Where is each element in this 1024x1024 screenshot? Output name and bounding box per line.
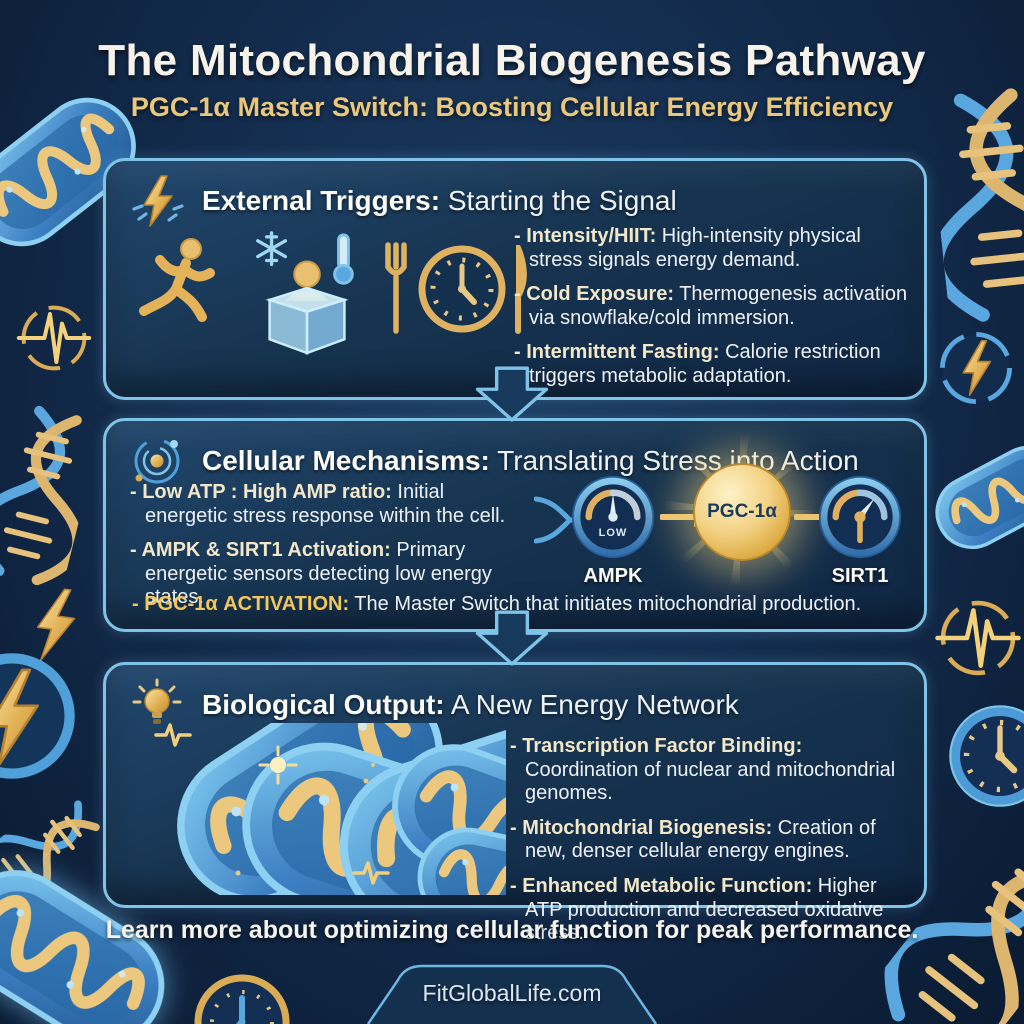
lightning-bolt-icon (26, 579, 84, 671)
bullet-label: - Mitochondrial Biogenesis: (510, 816, 773, 839)
gauge-low-label: LOW (598, 527, 628, 539)
mitochondrion-icon (918, 427, 1024, 568)
pulse-spark-icon (154, 723, 192, 747)
bullet-label: - PGC-1α ACTIVATION: (132, 593, 350, 615)
mitochondria-network-illustration (118, 723, 506, 895)
bullet-label: - Cold Exposure: (514, 283, 675, 306)
bullet-text: Higher ATP production and decreased oxid… (525, 874, 884, 945)
lightning-icon (132, 175, 184, 227)
bullet-label: - Transcription Factor Binding: (510, 735, 803, 757)
sirt1-gauge (818, 475, 902, 559)
gauge-low-icon (571, 475, 655, 559)
site-url: FitGlobalLife.com (422, 980, 602, 1006)
pgc1a-label: PGC-1α (707, 501, 777, 522)
pgc-activation-bullet: - PGC-1α ACTIVATION: The Master Switch t… (132, 593, 912, 616)
section-3-header: Biological Output: A New Energy Network (106, 665, 924, 732)
bullet-item: - Transcription Factor Binding: Coordina… (510, 735, 914, 806)
section-cellular-mechanisms: Cellular Mechanisms: Translating Stress … (103, 418, 927, 632)
site-badge-plaque (366, 964, 658, 1024)
bullet-item: - Intermittent Fasting: Calorie restrict… (514, 341, 916, 388)
bullet-text: Coordination of nuclear and mitochondria… (525, 758, 896, 805)
flow-down-arrow-icon (475, 610, 549, 666)
section-1-title-strong: External Triggers: (202, 185, 441, 216)
atom-icon (134, 438, 180, 484)
bullet-text: Primary energetic sensors detecting low … (145, 539, 492, 609)
bullet-text: Thermogenesis activation via snowflake/c… (529, 283, 908, 329)
clock-icon (192, 972, 292, 1024)
section-3-title-rest: A New Energy Network (444, 689, 739, 720)
section-biological-output: Biological Output: A New Energy Network … (103, 662, 927, 944)
bullet-text: High-intensity physical stress signals e… (529, 225, 861, 271)
fasting-clock-icon (385, 242, 527, 334)
runner-icon (139, 238, 215, 322)
pulse-spark-icon (352, 861, 390, 885)
bullet-item: - Cold Exposure: Thermogenesis activatio… (514, 283, 916, 330)
bullet-item: - AMPK & SIRT1 Activation: Primary energ… (130, 539, 530, 610)
section-1-header: External Triggers: Starting the Signal (106, 161, 924, 228)
clock-icon (946, 702, 1024, 810)
bolt-badge-icon (0, 652, 76, 780)
section-2-title-strong: Cellular Mechanisms: (202, 445, 490, 476)
bullet-item: - Enhanced Metabolic Function: Higher AT… (510, 875, 914, 946)
bullet-item: - Mitochondrial Biogenesis: Creation of … (510, 817, 914, 864)
section-3-title: Biological Output: A New Energy Network (202, 689, 739, 721)
bullet-label: - Low ATP : High AMP ratio: (130, 481, 392, 503)
lightbulb-icon (132, 678, 182, 724)
ampk-gauge: LOW (571, 475, 655, 559)
bolt-badge-icon (936, 328, 1016, 408)
bullet-label: - Intermittent Fasting: (514, 341, 720, 364)
bullet-label: - Intensity/HIIT: (514, 225, 657, 247)
bullet-text: The Master Switch that initiates mitocho… (349, 593, 862, 615)
pulse-badge-icon (14, 298, 94, 378)
bullet-label: - AMPK & SIRT1 Activation: (130, 539, 391, 562)
bullet-text: Initial energetic stress response within… (145, 481, 506, 527)
dna-helix-icon (0, 785, 112, 923)
sirt1-label: SIRT1 (831, 565, 889, 587)
triggers-bullet-list: - Intensity/HIIT: High-intensity physica… (514, 225, 916, 400)
bullet-label: - Enhanced Metabolic Function: (510, 874, 813, 897)
dna-helix-icon (0, 399, 104, 591)
site-badge: FitGlobalLife.com (362, 960, 662, 1024)
gauge-dial-icon (818, 475, 902, 559)
page-title: The Mitochondrial Biogenesis Pathway (98, 36, 926, 85)
pulse-badge-icon (932, 592, 1024, 684)
section-3-title-strong: Biological Output: (202, 689, 445, 720)
pgc1a-node: PGC-1α (693, 463, 791, 561)
page-subtitle: PGC-1α Master Switch: Boosting Cellular … (130, 92, 894, 122)
bullet-text: Creation of new, denser cellular energy … (525, 816, 876, 863)
output-bullet-list: - Transcription Factor Binding: Coordina… (510, 735, 914, 957)
ice-bath-icon (256, 231, 354, 355)
bullet-item: - Low ATP : High AMP ratio: Initial ener… (130, 481, 530, 528)
bullet-text: Calorie restriction triggers metabolic a… (529, 341, 881, 387)
section-external-triggers: External Triggers: Starting the Signal (103, 158, 927, 400)
ampk-label: AMPK (583, 565, 643, 587)
section-1-title: External Triggers: Starting the Signal (202, 185, 677, 217)
flow-down-arrow-icon (475, 366, 549, 422)
section-1-title-rest: Starting the Signal (440, 185, 677, 216)
mechanisms-bullet-list: - Low ATP : High AMP ratio: Initial ener… (130, 481, 530, 621)
bullet-item: - Intensity/HIIT: High-intensity physica… (514, 225, 916, 272)
footer-cta: Learn more about optimizing cellular fun… (105, 916, 919, 944)
